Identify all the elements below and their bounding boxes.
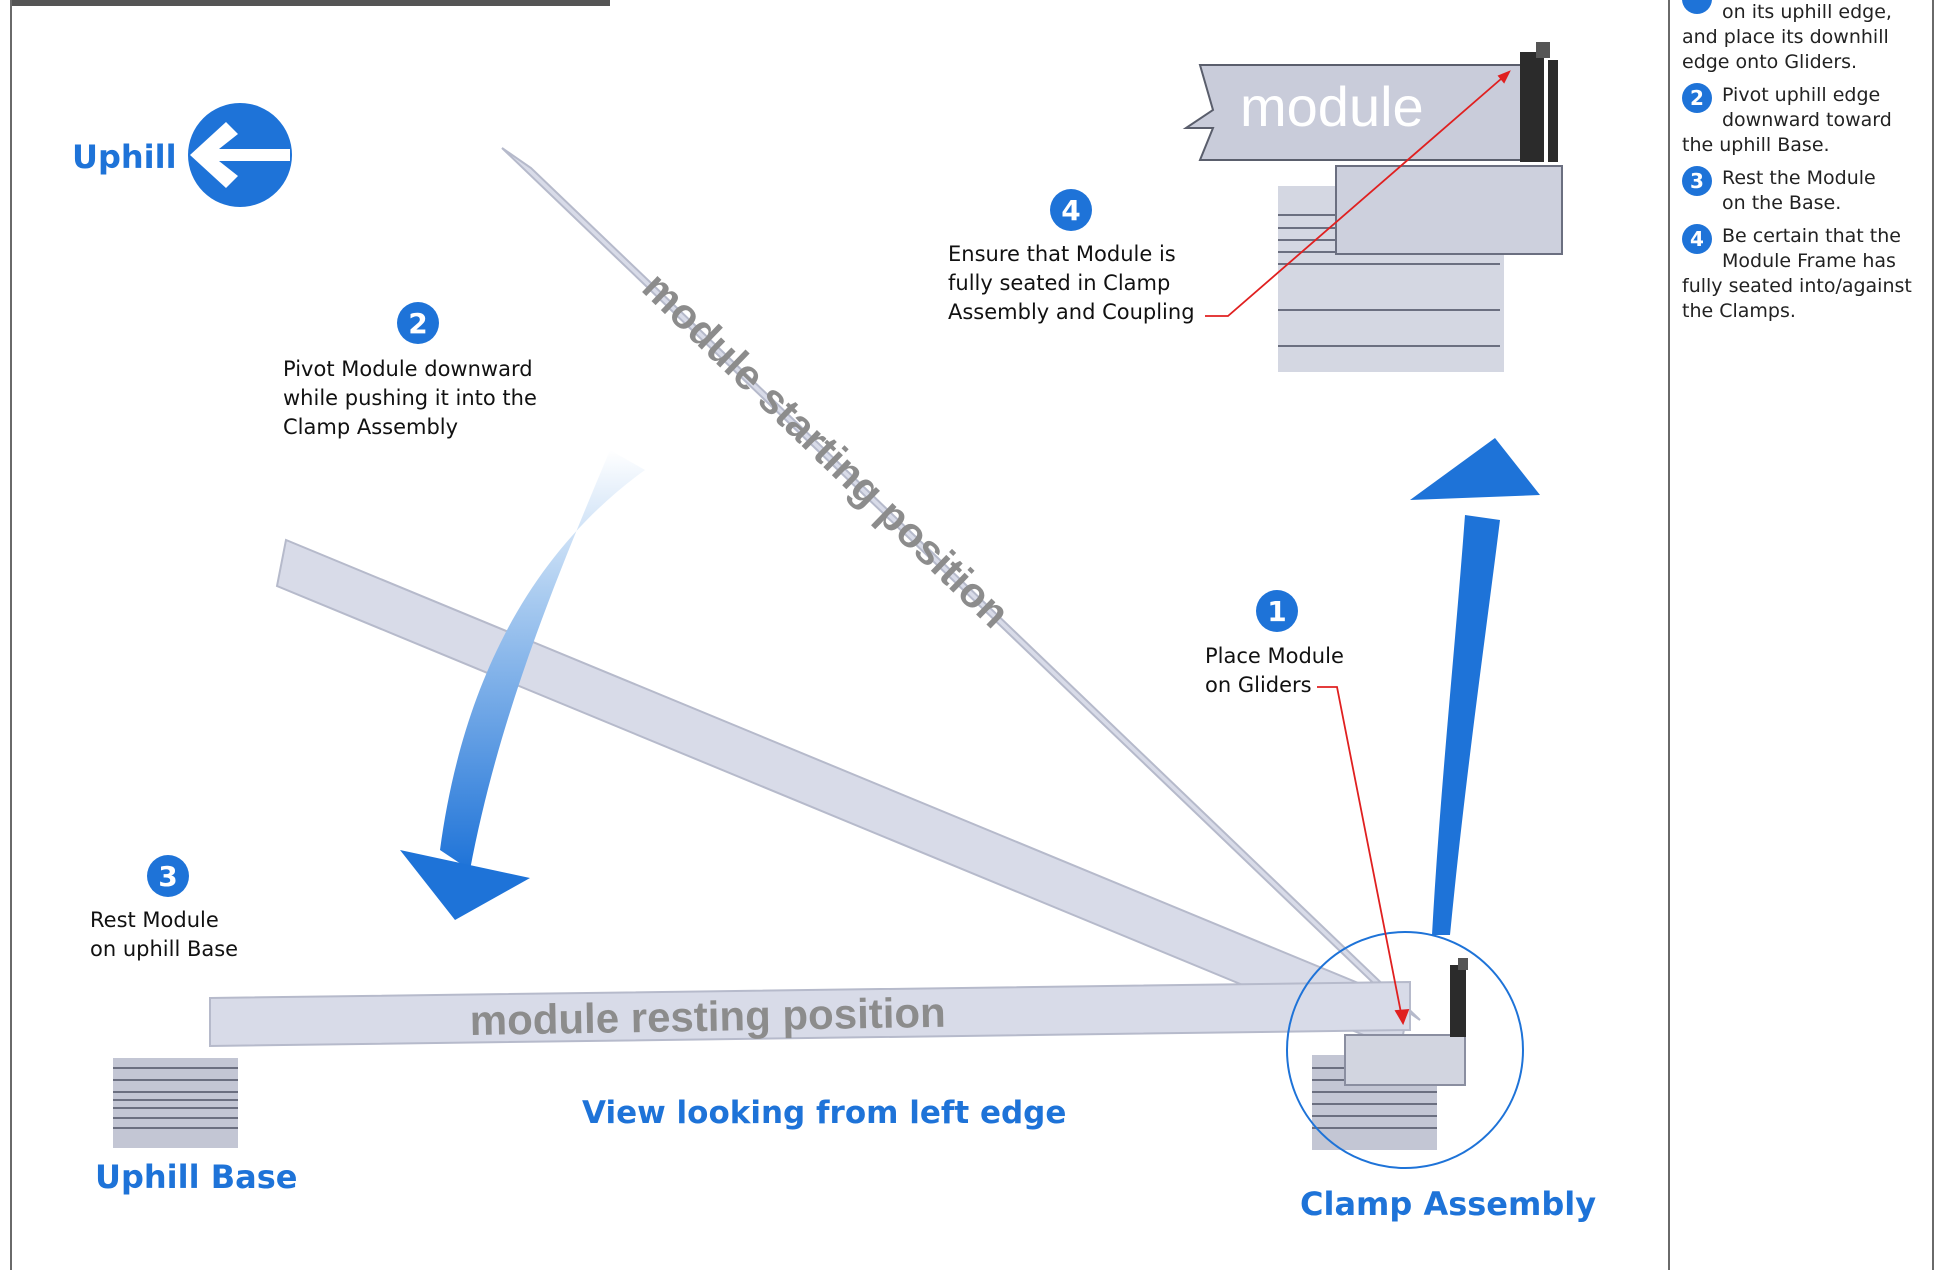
frame-divider [1668, 0, 1670, 1270]
uphill-label: Uphill [72, 138, 177, 176]
step-4-badge: 4 [1050, 189, 1092, 231]
uphill-arrow-icon [188, 103, 292, 207]
step-2-note: Pivot Module downward while pushing it i… [283, 355, 537, 442]
upward-arrow [1410, 438, 1540, 935]
side-step-3-line: on the Base. [1722, 192, 1842, 214]
side-step-4-line: Module Frame has [1722, 250, 1896, 272]
module-intermediate-bar [275, 538, 1411, 1052]
step-2-line: Clamp Assembly [283, 415, 459, 439]
side-step-1-partial: on its uphill edge, and place its downhi… [1682, 0, 1922, 75]
clamp-assembly-base [1312, 958, 1468, 1150]
step-1-badge: 1 [1256, 590, 1298, 632]
step-2-line: Pivot Module downward [283, 357, 533, 381]
clamp-detail-circle [1286, 931, 1524, 1169]
step-1-line: on Gliders [1205, 673, 1312, 697]
side-step-1-line: and place its downhill [1682, 26, 1889, 48]
side-step-4: 4 Be certain that the Module Frame has f… [1682, 224, 1922, 324]
side-step-2-line: downward toward [1722, 109, 1892, 131]
side-step-2: 2 Pivot uphill edge downward toward the … [1682, 83, 1922, 158]
side-step-3-line: Rest the Module [1722, 167, 1876, 189]
step-3-badge: 3 [147, 855, 189, 897]
clamp-assembly-label: Clamp Assembly [1300, 1185, 1597, 1223]
module-resting-bar [209, 980, 1411, 1048]
side-step-3-badge: 3 [1682, 166, 1712, 196]
frame-left-border [10, 0, 12, 1270]
step-3-line: on uphill Base [90, 937, 239, 961]
step-4-line: fully seated in Clamp [948, 271, 1171, 295]
uphill-base-block [113, 1058, 238, 1148]
step-3-line: Rest Module [90, 908, 219, 932]
side-step-2-line: the uphill Base. [1682, 134, 1830, 156]
frame-right-border [1932, 0, 1934, 1270]
module-detail-top [1182, 42, 1563, 372]
module-resting-label: module resting position [469, 989, 946, 1044]
step-3-note: Rest Module on uphill Base [90, 906, 238, 964]
step-1-note: Place Module on Gliders [1205, 642, 1344, 700]
pivot-curve-arrow [400, 450, 645, 920]
side-step-1-line: on its uphill edge, [1722, 1, 1892, 23]
step-4-note: Ensure that Module is fully seated in Cl… [948, 240, 1195, 327]
side-step-2-badge: 2 [1682, 83, 1712, 113]
module-top-label: module [1240, 75, 1424, 138]
side-panel: on its uphill edge, and place its downhi… [1682, 0, 1922, 324]
side-step-1-line: edge onto Gliders. [1682, 51, 1858, 73]
side-step-4-line: fully seated into/against [1682, 275, 1912, 297]
module-starting-bar [501, 147, 1421, 1021]
step-1-line: Place Module [1205, 644, 1344, 668]
callout-line-4 [1205, 70, 1511, 317]
side-step-4-line: the Clamps. [1682, 300, 1796, 322]
step-4-line: Ensure that Module is [948, 242, 1176, 266]
top-bar [10, 0, 610, 6]
side-step-1-badge [1682, 0, 1712, 14]
step-2-badge: 2 [397, 302, 439, 344]
side-step-4-line: Be certain that the [1722, 225, 1901, 247]
side-step-4-badge: 4 [1682, 224, 1712, 254]
callout-line-1 [1317, 686, 1410, 1026]
step-2-line: while pushing it into the [283, 386, 537, 410]
side-step-3: 3 Rest the Module on the Base. [1682, 166, 1922, 216]
view-caption: View looking from left edge [582, 1095, 1067, 1131]
step-4-line: Assembly and Coupling [948, 300, 1195, 324]
side-step-2-line: Pivot uphill edge [1722, 84, 1881, 106]
uphill-base-label: Uphill Base [95, 1158, 298, 1196]
